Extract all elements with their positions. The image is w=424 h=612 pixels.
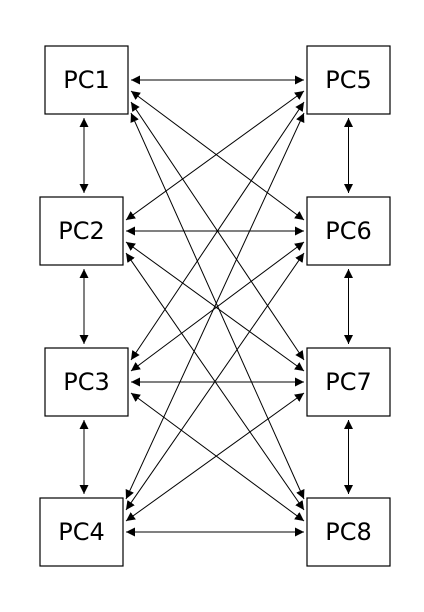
edge-pc4-pc7	[125, 392, 305, 522]
nodes: PC1 PC2 PC3 PC4 PC5 PC6 PC7 PC8	[39, 45, 391, 567]
node-label: PC6	[325, 217, 372, 245]
node-pc5: PC5	[306, 45, 391, 115]
node-pc2: PC2	[39, 196, 124, 266]
node-pc4: PC4	[39, 497, 124, 567]
node-label: PC2	[58, 217, 105, 245]
node-pc7: PC7	[306, 347, 391, 417]
node-pc1: PC1	[44, 45, 129, 115]
node-label: PC7	[325, 368, 372, 396]
node-pc8: PC8	[306, 497, 391, 567]
node-label: PC5	[325, 66, 372, 94]
connections	[79, 75, 353, 537]
node-pc6: PC6	[306, 196, 391, 266]
node-label: PC8	[325, 518, 372, 546]
node-label: PC1	[63, 66, 110, 94]
node-pc3: PC3	[44, 347, 129, 417]
node-label: PC4	[58, 518, 105, 546]
node-label: PC3	[63, 368, 110, 396]
edge-pc4-pc5	[125, 112, 305, 500]
